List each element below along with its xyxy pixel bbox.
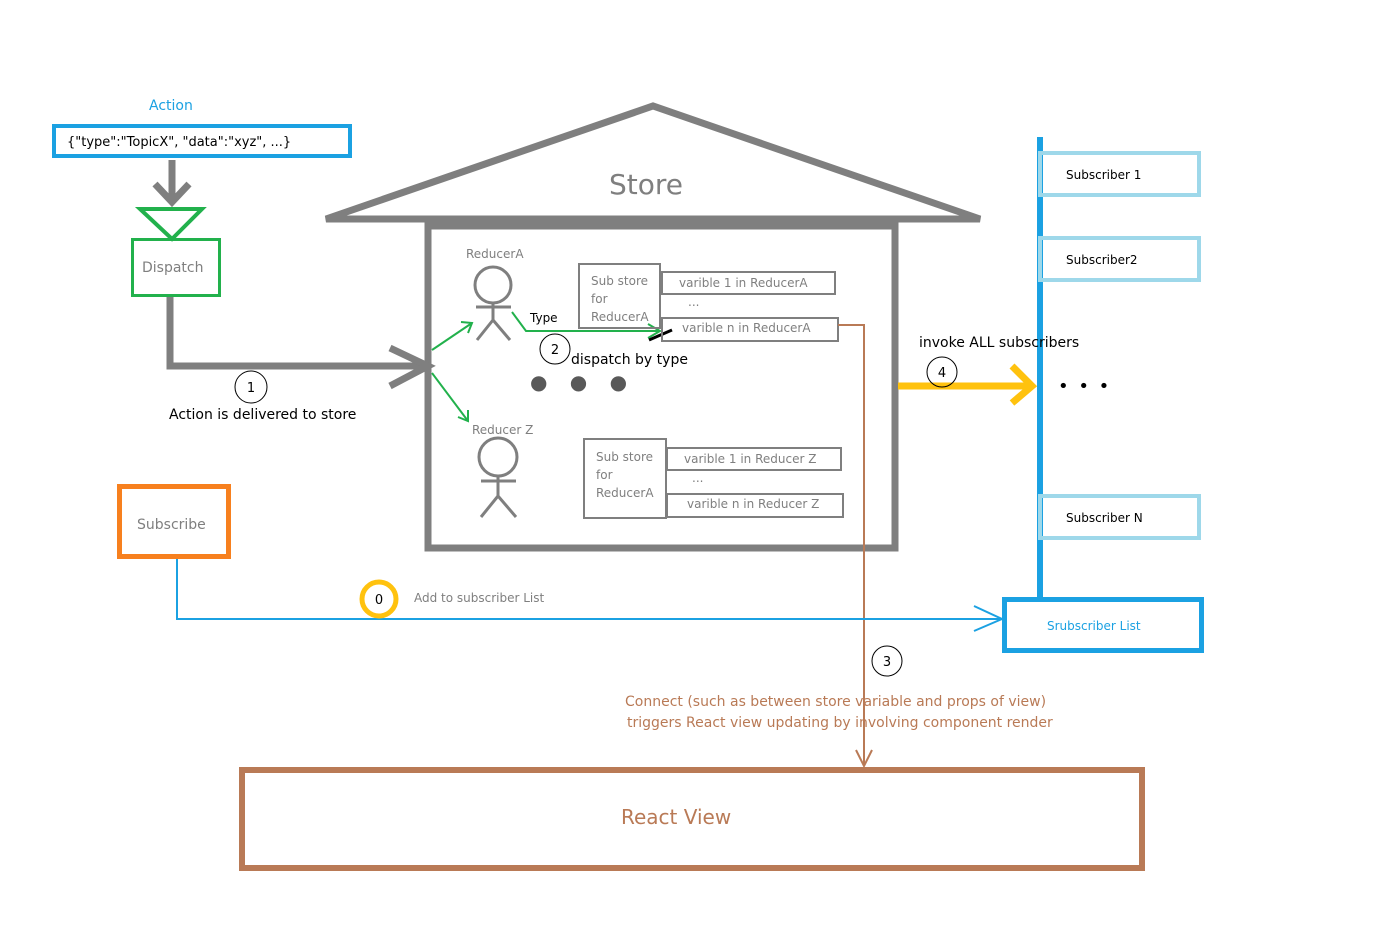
substore-a-box [578, 263, 661, 329]
action-label: Action [149, 98, 193, 114]
subscribe-to-list-line [176, 558, 1002, 620]
step-2-number: 2 [551, 343, 559, 358]
action-json: {"type":"TopicX", "data":"xyz", ...} [67, 135, 292, 150]
subscriber-1-box[interactable]: Subscriber 1 [1038, 151, 1201, 197]
more-reducers-dots: ● ● ● [530, 370, 636, 394]
substore-z-varn-box [666, 493, 844, 518]
substore-a-varn: varible n in ReducerA [682, 321, 811, 335]
subscribers-ellipsis: • • • [1058, 376, 1112, 397]
step-1-circle [234, 370, 268, 404]
substore-a-label: Sub store for ReducerA [591, 274, 649, 324]
dispatch-to-store-arrow [166, 296, 430, 370]
step-1-label: Action is delivered to store [169, 407, 357, 423]
type-label: Type [530, 311, 558, 325]
invoke-arrowhead [1009, 363, 1038, 406]
arrow-to-reducer-z-head [457, 410, 469, 423]
substore-z-varn: varible n in Reducer Z [687, 497, 820, 511]
substore-z-var1: varible 1 in Reducer Z [684, 452, 817, 466]
substore-a-var1: varible 1 in ReducerA [679, 276, 808, 290]
dispatch-to-store-arrowhead [388, 344, 436, 390]
dispatch-box[interactable]: Dispatch [131, 238, 221, 297]
react-view-box[interactable]: React View [239, 767, 1145, 871]
dispatch-triangle [134, 207, 207, 242]
reducer-z-name: Reducer Z [472, 423, 534, 437]
subscriber-n-box[interactable]: Subscriber N [1038, 494, 1201, 540]
reducer-z-figure [477, 436, 519, 518]
step-0-circle [359, 579, 399, 619]
subscriber-n-label: Subscriber N [1066, 511, 1143, 525]
connect-arrowhead [855, 749, 873, 769]
substore-z-label: Sub store for ReducerA [596, 450, 654, 500]
dispatch-by-type-arrowhead [647, 323, 662, 339]
arrow-to-reducer-a [431, 322, 473, 351]
subscriber-2-box[interactable]: Subscriber2 [1038, 236, 1201, 282]
subscribe-box[interactable]: Subscribe [117, 484, 231, 559]
reducer-a-name: ReducerA [466, 247, 524, 261]
subscriber-1-label: Subscriber 1 [1066, 168, 1142, 182]
store-title: Store [609, 168, 683, 201]
subscriber-2-label: Subscriber2 [1066, 253, 1138, 267]
arrow-to-reducer-z [431, 372, 469, 422]
action-to-dispatch-arrowhead [152, 181, 192, 208]
subscribe-label: Subscribe [137, 517, 206, 533]
step-0-number: 0 [375, 593, 383, 608]
reducer-a-figure [473, 265, 513, 341]
step-3-label-line2: triggers React view updating by involvin… [627, 715, 1053, 731]
subscriber-list-label: Srubscriber List [1047, 619, 1141, 633]
substore-a-varn-box [661, 317, 839, 342]
step-4-number: 4 [938, 366, 946, 381]
dispatch-by-type-label: dispatch by type [571, 352, 688, 368]
step-3-number: 3 [883, 655, 891, 670]
store-body [424, 222, 899, 552]
substore-z-ellipsis: ... [692, 471, 704, 485]
step-3-label-line1: Connect (such as between store variable … [625, 694, 1047, 710]
substore-z-var1-box [666, 447, 842, 471]
arrow-to-reducer-a-head [460, 321, 474, 334]
step-3-circle [871, 645, 903, 677]
dispatch-label: Dispatch [142, 260, 204, 276]
substore-z-box [583, 438, 667, 519]
dispatch-tick-mark [648, 328, 673, 342]
substore-a-var1-box [661, 271, 836, 295]
substore-a-ellipsis: ... [688, 295, 700, 309]
step-2-circle [539, 333, 571, 365]
step-1-number: 1 [247, 381, 255, 396]
store-roof [324, 102, 982, 223]
connect-line [838, 324, 865, 764]
step-4-label: invoke ALL subscribers [919, 335, 1080, 351]
action-box: {"type":"TopicX", "data":"xyz", ...} [52, 124, 352, 158]
react-view-label: React View [621, 805, 732, 829]
step-0-label: Add to subscriber List [414, 591, 545, 605]
step-4-circle [926, 356, 958, 388]
dispatch-by-type-arrow [511, 311, 660, 332]
subscriber-list-box[interactable]: Srubscriber List [1002, 597, 1204, 653]
